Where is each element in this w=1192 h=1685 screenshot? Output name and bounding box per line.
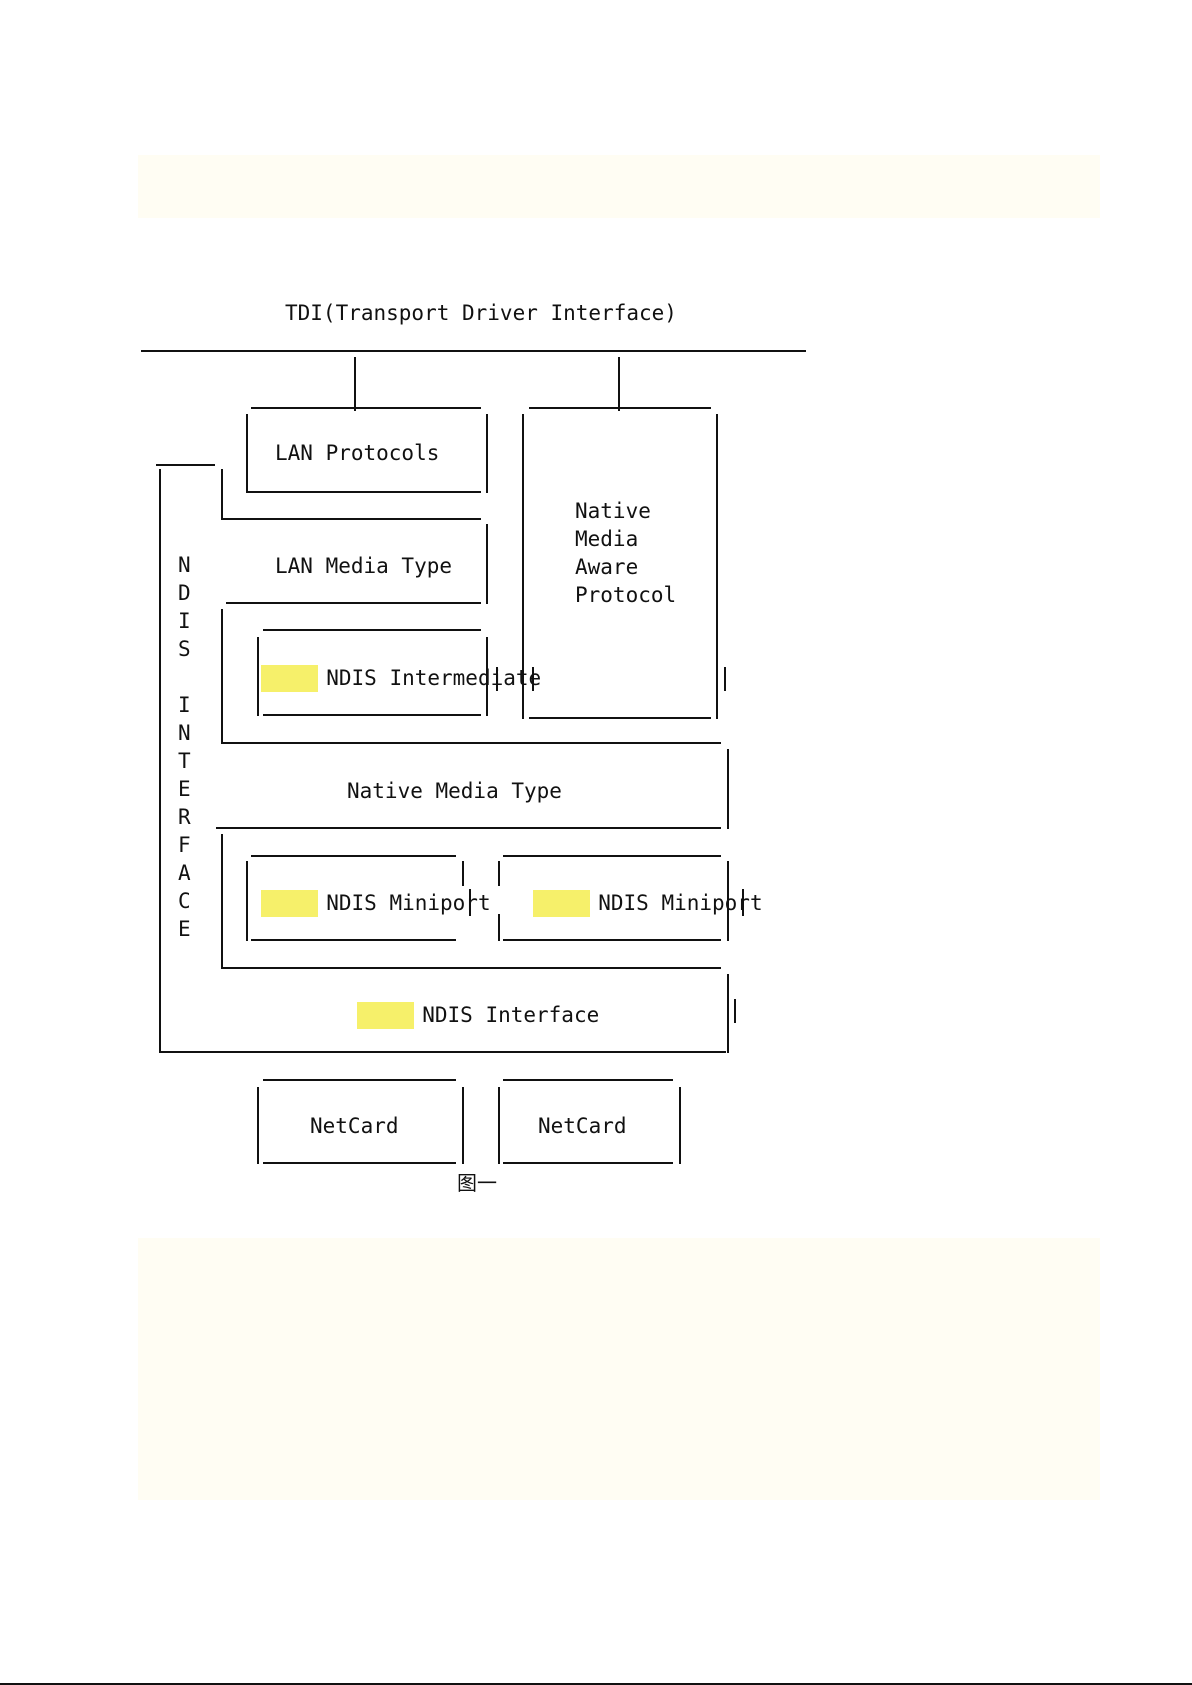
native-protocol-line-3: Aware — [575, 555, 638, 579]
netcard-1-label: NetCard — [310, 1114, 399, 1138]
ndis-miniport-2-label: NDIS Miniport — [535, 891, 801, 915]
lan-media-type-box — [221, 469, 488, 604]
shaded-text-band-top — [138, 155, 1100, 218]
highlight-ndis-miniport-1 — [261, 890, 318, 917]
netcard-2-label: NetCard — [538, 1114, 627, 1138]
ndis-vertical-label: N D I S I N T E R F A C E — [178, 553, 254, 941]
miniport-region — [221, 834, 744, 969]
lan-protocols-box — [246, 407, 488, 493]
native-media-type-box — [216, 749, 729, 829]
figure-caption: 图一 — [457, 1171, 497, 1195]
native-protocol-label: Native Media Aware Protocol — [575, 499, 714, 607]
ndis-intermediate-label: NDIS Intermediate — [263, 666, 579, 690]
page-bottom-rule — [0, 1683, 1192, 1685]
native-protocol-box — [522, 407, 718, 719]
ndis-intermediate-region — [221, 609, 726, 744]
native-protocol-line-2: Media — [575, 527, 638, 551]
shaded-text-band-bottom — [138, 1238, 1100, 1500]
native-protocol-line-4: Protocol — [575, 583, 676, 607]
native-media-type-label: Native Media Type — [347, 779, 562, 803]
tdi-label: TDI(Transport Driver Interface) — [285, 301, 677, 325]
highlight-ndis-interface — [357, 1002, 414, 1029]
lan-media-type-label: LAN Media Type — [275, 554, 452, 578]
native-protocol-line-1: Native — [575, 499, 651, 523]
highlight-ndis-miniport-2 — [533, 890, 590, 917]
netcard-box-1 — [257, 1079, 464, 1164]
netcard-box-2 — [498, 1079, 681, 1164]
lan-protocols-label: LAN Protocols — [275, 441, 439, 465]
ndis-interface-frame — [156, 464, 729, 1053]
ndis-miniport-1-label: NDIS Miniport — [263, 891, 529, 915]
ndis-interface-label: NDIS Interface — [359, 1003, 637, 1027]
highlight-ndis-intermediate — [261, 665, 318, 692]
